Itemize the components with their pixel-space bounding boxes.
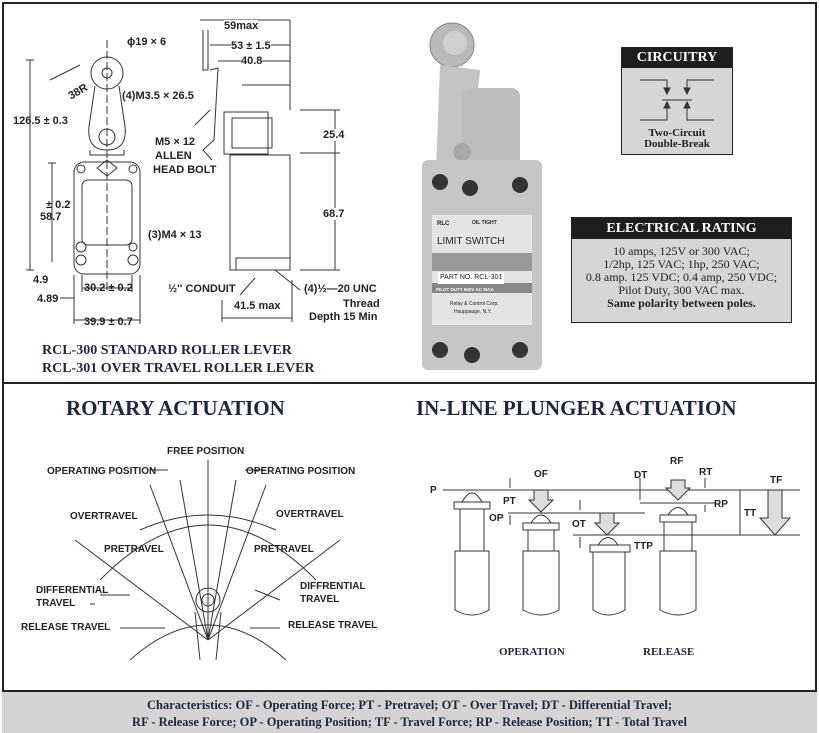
- photo-oil: OIL TIGHT: [472, 220, 497, 226]
- plunger-release: [659, 479, 697, 616]
- photo-brand: RLC: [437, 221, 450, 227]
- model-rcl-300: RCL-300 STANDARD ROLLER LEVER: [42, 343, 292, 358]
- photo-city: Hauppauge, N.Y.: [454, 309, 492, 315]
- rating-line: 10 amps, 125V or 300 VAC;: [613, 244, 750, 258]
- rotary-dt-left-1: DIFFERENTIAL: [36, 585, 109, 596]
- characteristics-footer: Characteristics: OF - Operating Force; P…: [2, 690, 817, 733]
- dim-tol: ± 0.2: [46, 199, 71, 211]
- dim-head-height: 25.4: [323, 129, 345, 141]
- rotary-op-left: OPERATING POSITION: [47, 466, 157, 477]
- dim-thread-2: Thread: [343, 298, 380, 310]
- plunger-label-ot: OT: [572, 519, 586, 530]
- rotary-ot-right: OVERTRAVEL: [276, 509, 344, 520]
- dim-width-mount: 30.2 ± 0.2: [84, 282, 133, 294]
- plunger-title: IN-LINE PLUNGER ACTUATION: [416, 396, 737, 420]
- dim-screws-top: (4)M3.5 × 26.5: [122, 90, 194, 102]
- dim-body-height: 68.7: [323, 208, 345, 220]
- plunger-free: [453, 492, 491, 616]
- rotary-rt-right: RELEASE TRAVEL: [288, 620, 378, 631]
- dim-depth-body: 40.8: [241, 55, 263, 67]
- circuitry-title: CIRCUITRY: [622, 48, 732, 68]
- model-rcl-301: RCL-301 OVER TRAVEL ROLLER LEVER: [42, 361, 315, 376]
- plunger-label-rt: RT: [699, 467, 713, 478]
- plunger-label-rp: RP: [714, 499, 728, 510]
- plunger-operating: [522, 489, 560, 616]
- plunger-operation-caption: OPERATION: [499, 646, 565, 658]
- dim-bolt-1: M5 × 12: [155, 136, 196, 148]
- dim-offset-b: 4.89: [37, 293, 59, 305]
- dim-bolt-3: HEAD BOLT: [153, 164, 217, 176]
- circuitry-caption-2: Double-Break: [644, 138, 710, 150]
- rating-line: 1/2hp, 125 VAC; 1hp, 250 VAC;: [603, 257, 760, 271]
- circuitry-box: CIRCUITRY Two-Circuit Double-Break: [621, 47, 733, 155]
- plunger-release-caption: RELEASE: [643, 646, 695, 658]
- dim-bolt-2: ALLEN: [155, 150, 192, 162]
- rotary-pt-right: PRETRAVEL: [254, 544, 314, 555]
- section-divider: [2, 382, 817, 384]
- rotary-pt-left: PRETRAVEL: [104, 544, 164, 555]
- rotary-rt-left: RELEASE TRAVEL: [21, 622, 111, 633]
- rotary-free-position: FREE POSITION: [167, 446, 245, 457]
- circuitry-caption-1: Two-Circuit: [648, 127, 706, 139]
- footer-line-1: Characteristics: OF - Operating Force; P…: [147, 698, 672, 712]
- photo-title: LIMIT SWITCH: [437, 236, 505, 247]
- plunger-label-pt: PT: [503, 496, 516, 507]
- dim-depth-max: 59max: [224, 20, 259, 32]
- photo-maker: Relay & Control Corp.: [450, 301, 499, 307]
- dim-thread-1: (4)½—20 UNC: [304, 283, 377, 295]
- plunger-overtravel: [589, 512, 631, 616]
- dim-width-total: 39.9 ± 0.7: [84, 316, 133, 328]
- footer-line-2: RF - Release Force; OP - Operating Posit…: [132, 715, 687, 729]
- plunger-label-of: OF: [534, 469, 548, 480]
- plunger-label-rf: RF: [670, 456, 684, 467]
- dim-conduit: ½'' CONDUIT: [168, 283, 236, 295]
- rotary-ot-left: OVERTRAVEL: [70, 511, 138, 522]
- photo-pilot: PILOT DUTY 600V AC MAX.: [436, 287, 495, 292]
- dim-depth-lever: 53 ± 1.5: [231, 40, 271, 52]
- electrical-rating-title: ELECTRICAL RATING: [572, 218, 791, 239]
- dim-thread-3: Depth 15 Min: [309, 311, 378, 323]
- rotary-dt-left-2: TRAVEL: [36, 598, 76, 609]
- plunger-label-dt: DT: [634, 470, 648, 481]
- electrical-rating-box: ELECTRICAL RATING 10 amps, 125V or 300 V…: [571, 217, 792, 323]
- plunger-label-p: P: [430, 485, 437, 496]
- dim-roller: ϕ19 × 6: [127, 36, 167, 48]
- rating-note: Same polarity between poles.: [607, 296, 756, 310]
- rotary-dt-right-1: DIFFRENTIAL: [300, 581, 366, 592]
- dim-height-total: 126.5 ± 0.3: [13, 115, 68, 127]
- plunger-label-tt: TT: [744, 508, 757, 519]
- product-photo: RLC OIL TIGHT LIMIT SWITCH PART NO. RCL-…: [410, 10, 550, 370]
- photo-part-no: PART NO. RCL-301: [438, 272, 505, 284]
- dim-height-mount: 58.7: [40, 211, 62, 223]
- plunger-label-tf: TF: [770, 475, 783, 486]
- plunger-label-ttp: TTP: [634, 541, 653, 552]
- plunger-label-op: OP: [489, 513, 504, 524]
- rotary-op-right: OPERATING POSITION: [246, 466, 356, 477]
- dim-base-depth: 41.5 max: [234, 300, 281, 312]
- rating-line: Pilot Duty, 300 VAC max.: [618, 283, 745, 297]
- rating-line: 0.8 amp. 125 VDC; 0.4 amp, 250 VDC;: [585, 270, 778, 284]
- circuit-symbol: [640, 79, 714, 121]
- rotary-title: ROTARY ACTUATION: [66, 396, 285, 420]
- dim-offset-a: 4.9: [33, 274, 49, 286]
- rotary-dt-right-2: TRAVEL: [300, 594, 340, 605]
- dim-screws-bottom: (3)M4 × 13: [148, 229, 202, 241]
